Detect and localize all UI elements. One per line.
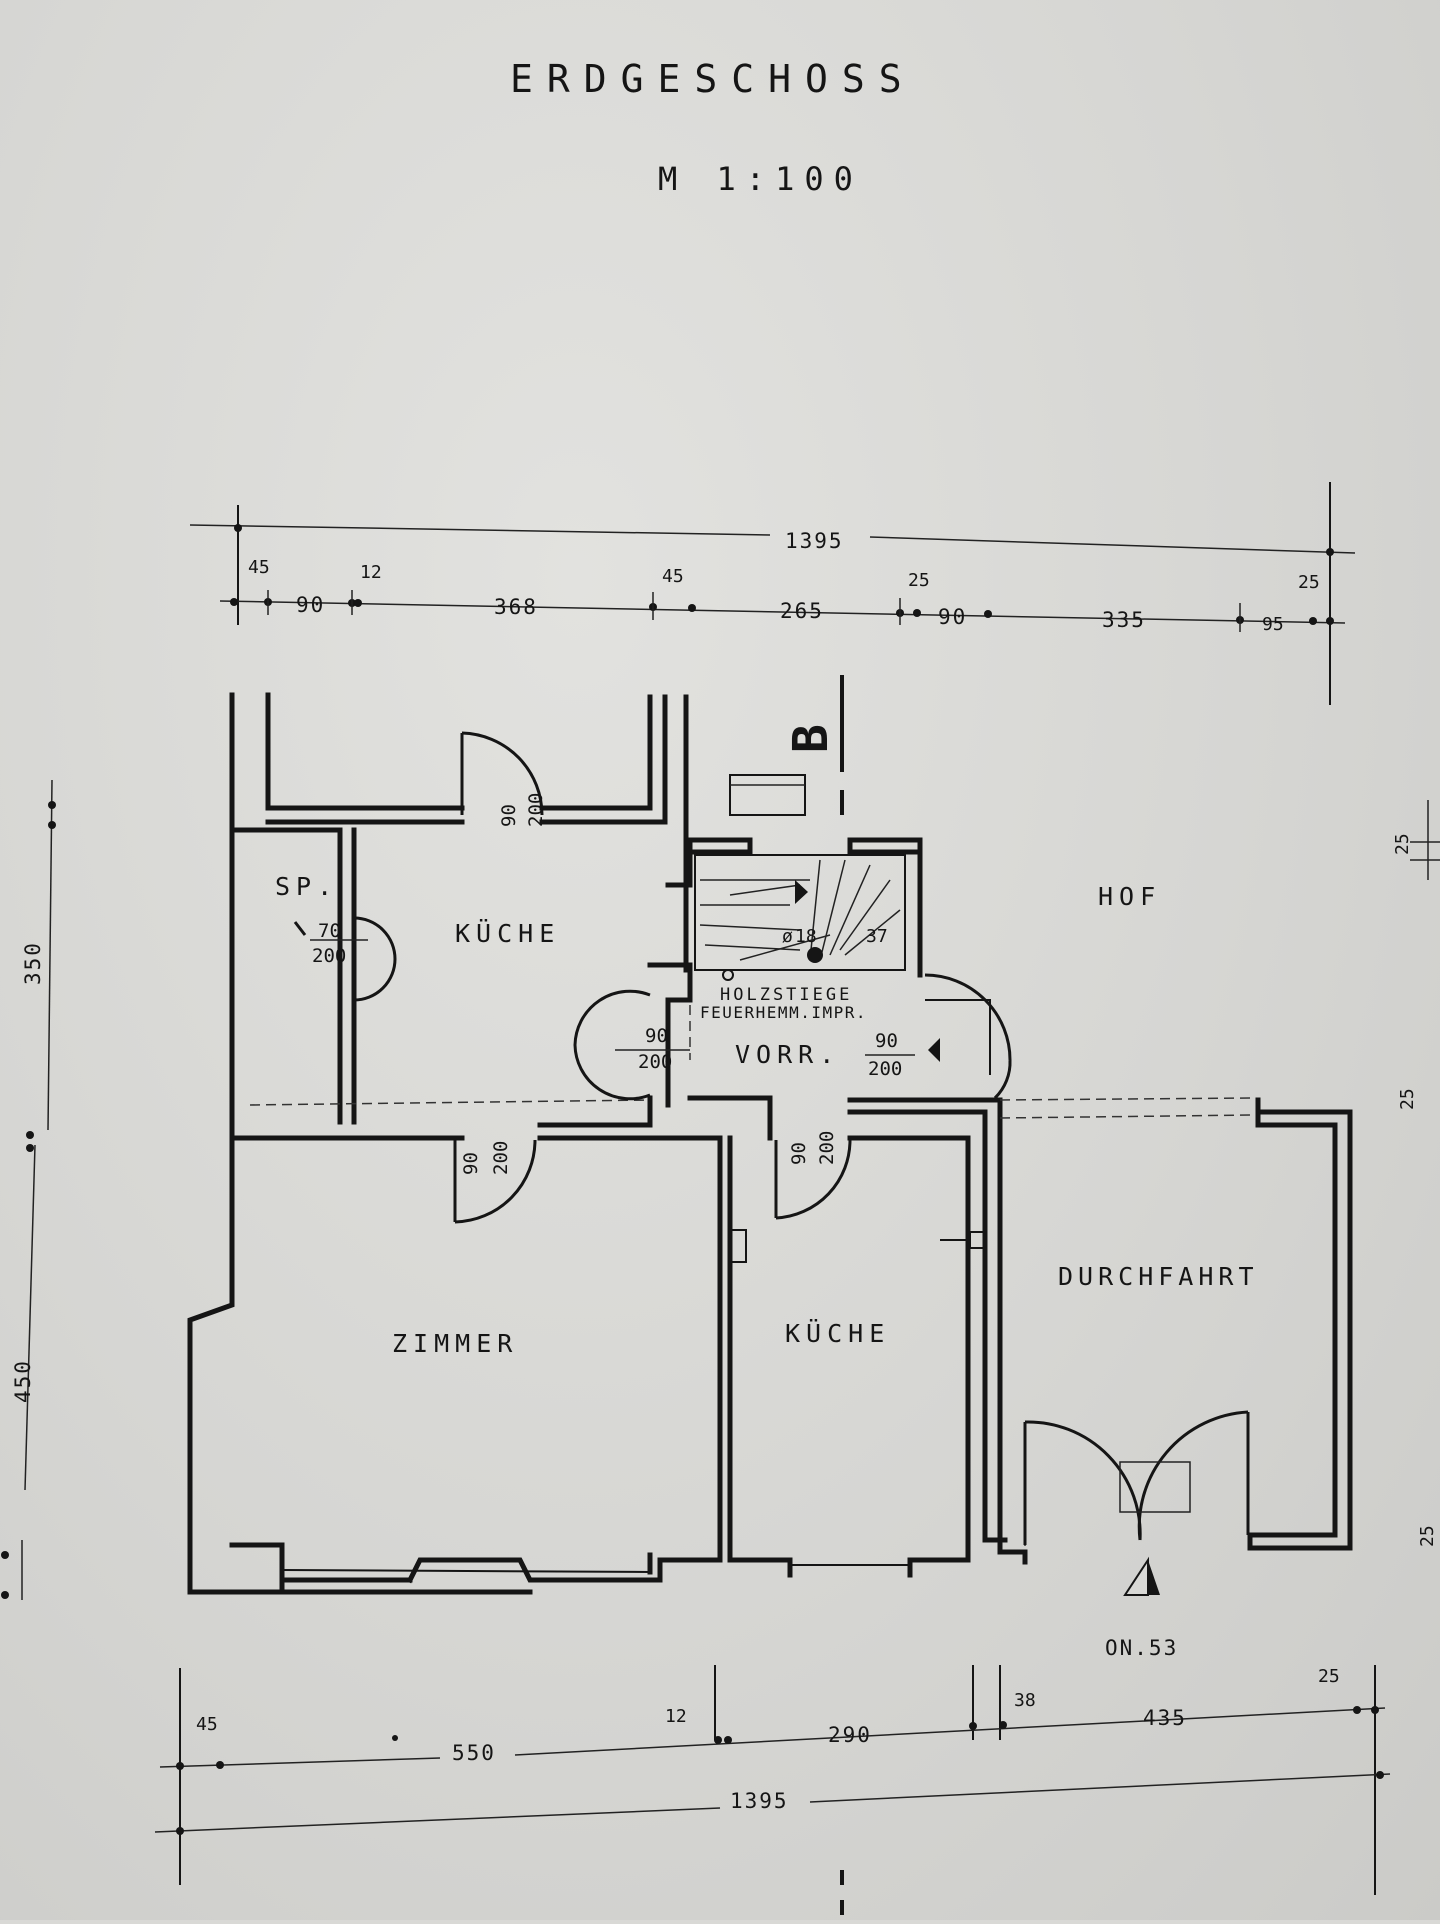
door-3-width: 90 xyxy=(645,1025,668,1047)
entrance-label: ON.53 xyxy=(1105,1636,1178,1660)
stair-ratio-top: ø xyxy=(782,926,793,947)
dim-right-25c: 25 xyxy=(1417,1525,1438,1547)
stair-label-line1: HOLZSTIEGE xyxy=(720,985,852,1005)
staircase: ø 18 37 HOLZSTIEGE FEUERHEMM.IMPR. xyxy=(694,774,991,1075)
door-5-height: 200 xyxy=(490,1141,512,1175)
dim-top-25a: 25 xyxy=(908,570,930,591)
dim-top-95: 95 xyxy=(1262,614,1284,635)
dim-top-45: 45 xyxy=(248,557,270,578)
dim-bottom-290: 290 xyxy=(828,1723,872,1747)
room-sp: SP. xyxy=(275,872,338,901)
section-mark: B xyxy=(783,675,844,815)
entrance-marker: ON.53 xyxy=(1105,1556,1178,1660)
door-zimmer: 90 200 xyxy=(453,1138,537,1224)
door-kueche-bottom: 90 200 xyxy=(774,1131,852,1220)
dim-left-350: 350 xyxy=(21,941,45,985)
stair-label-line2: FEUERHEMM.IMPR. xyxy=(700,1003,867,1022)
dim-bottom-25: 25 xyxy=(1318,1666,1340,1687)
dim-bottom-total: 1395 xyxy=(730,1789,789,1813)
axis-marks xyxy=(392,1735,844,1915)
right-dimension-chain: 25 25 25 xyxy=(1392,800,1440,1547)
door-3-height: 200 xyxy=(638,1051,672,1073)
dim-top-90b: 90 xyxy=(938,605,967,629)
dim-bottom-550: 550 xyxy=(452,1741,496,1765)
dim-top-25b: 25 xyxy=(1298,572,1320,593)
dim-top-265: 265 xyxy=(780,599,824,623)
door-5-width: 90 xyxy=(460,1152,482,1175)
door-6-height: 200 xyxy=(816,1131,838,1165)
door-4-width: 90 xyxy=(875,1030,898,1052)
dim-bottom-435: 435 xyxy=(1143,1706,1187,1730)
walls xyxy=(187,692,1353,1595)
stair-ratio: 37 xyxy=(866,926,888,947)
section-label: B xyxy=(783,724,839,753)
plan-title: ERDGESCHOSS xyxy=(510,57,916,101)
dim-top-90a: 90 xyxy=(296,593,325,617)
dim-bottom-45: 45 xyxy=(196,1714,218,1735)
room-kueche-bottom: KÜCHE xyxy=(785,1319,890,1348)
door-2-height: 200 xyxy=(312,945,346,967)
room-durchfahrt: DURCHFAHRT xyxy=(1058,1262,1259,1291)
door-vorr-left: 90 200 xyxy=(573,989,690,1101)
top-dimension-chain: 1395 45 12 90 368 45 265 25 90 335 95 25 xyxy=(189,482,1356,705)
door-4-height: 200 xyxy=(868,1058,902,1080)
door-kueche-top: 90 200 xyxy=(460,731,547,827)
dim-right-25b: 25 xyxy=(1397,1088,1418,1110)
dim-right-25a: 25 xyxy=(1392,833,1413,855)
door-2-width: 70 xyxy=(318,920,341,942)
gate-durchfahrt xyxy=(1023,1410,1250,1545)
room-zimmer: ZIMMER xyxy=(392,1329,518,1358)
dim-left-450: 450 xyxy=(11,1359,35,1403)
room-vorr: VORR. xyxy=(735,1040,840,1069)
dim-top-12: 12 xyxy=(360,562,382,583)
dim-bottom-38: 38 xyxy=(1014,1690,1036,1711)
dim-top-368: 368 xyxy=(494,595,538,619)
stair-steps: 18 xyxy=(795,926,817,947)
dim-top-335: 335 xyxy=(1102,608,1146,632)
door-6-width: 90 xyxy=(788,1142,810,1165)
door-1-width: 90 xyxy=(498,804,520,827)
dim-top-total: 1395 xyxy=(785,529,844,553)
bottom-dimension-chain: 45 550 12 290 38 435 25 1395 xyxy=(154,1665,1391,1895)
door-1-height: 200 xyxy=(525,793,547,827)
fixtures xyxy=(293,921,987,1263)
left-dimension-chain: 350 450 xyxy=(1,779,56,1600)
dim-top-45b: 45 xyxy=(662,566,684,587)
room-hof: HOF xyxy=(1098,882,1161,911)
dim-bottom-12: 12 xyxy=(665,1706,687,1727)
door-sp: 70 200 xyxy=(310,916,397,1002)
door-vorr-right: 90 200 xyxy=(865,973,1012,1100)
room-kueche-top: KÜCHE xyxy=(455,919,560,948)
plan-scale: M 1:100 xyxy=(658,160,863,198)
